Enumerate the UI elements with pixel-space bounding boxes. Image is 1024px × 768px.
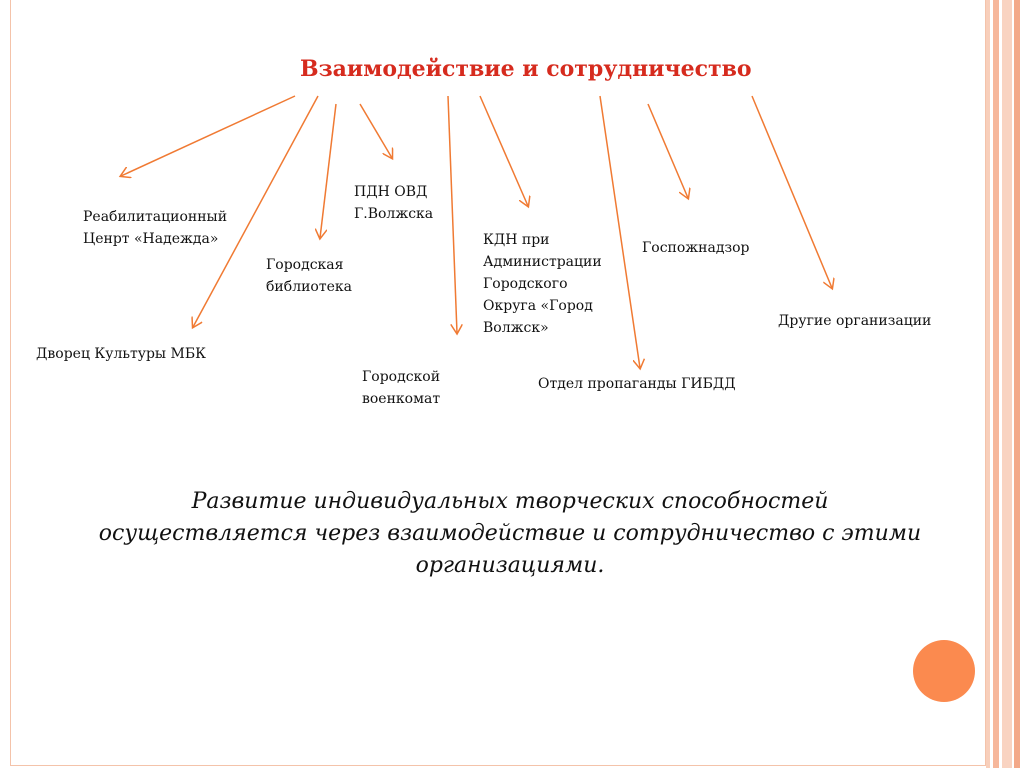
node-pdn-line-2: Г.Волжска xyxy=(354,206,434,222)
caption-line-1: Развитие индивидуальных творческих спосо… xyxy=(191,489,829,514)
arrow-pdn xyxy=(359,103,392,158)
caption-line-3: организациями. xyxy=(415,553,605,578)
node-palace-line-1: Дворец Культуры МБК xyxy=(36,346,206,362)
node-military-line-2: военкомат xyxy=(362,391,441,407)
node-kdn-line-4: Округа «Город xyxy=(483,298,593,314)
node-rehab-line-1: Реабилитационный xyxy=(83,209,228,225)
slide-frame xyxy=(10,0,986,766)
arrow-military xyxy=(447,95,457,333)
arrow-gibdd xyxy=(599,95,640,368)
node-kdn-line-2: Администрации xyxy=(483,254,602,270)
arrow-library xyxy=(320,103,337,238)
right-stripe-1 xyxy=(986,0,990,768)
node-military-line-1: Городской xyxy=(362,369,441,385)
right-stripe-4 xyxy=(1014,0,1020,768)
node-library-line-2: библиотека xyxy=(266,279,352,295)
caption-line-2: осуществляется через взаимодействие и со… xyxy=(98,521,922,546)
node-other-line-1: Другие организации xyxy=(778,313,932,329)
node-military: Городской военкомат xyxy=(362,366,440,410)
arrow-fire xyxy=(647,103,688,198)
node-gibdd: Отдел пропаганды ГИБДД xyxy=(538,373,736,395)
node-fire: Госпожнадзор xyxy=(642,237,750,259)
node-kdn-line-5: Волжск» xyxy=(483,320,549,336)
node-pdn: ПДН ОВД Г.Волжска xyxy=(354,181,433,225)
right-stripe-2 xyxy=(993,0,999,768)
arrow-palace xyxy=(193,95,319,327)
node-rehab: Реабилитационный Ценрт «Надежда» xyxy=(83,206,227,250)
node-kdn-line-1: КДН при xyxy=(483,232,550,248)
node-palace: Дворец Культуры МБК xyxy=(36,343,206,365)
decorative-circle xyxy=(913,640,975,702)
arrow-rehab xyxy=(121,95,296,176)
summary-caption: Развитие индивидуальных творческих спосо… xyxy=(60,486,960,582)
node-kdn: КДН при Администрации Городского Округа … xyxy=(483,229,602,339)
arrow-other xyxy=(751,95,832,288)
node-other: Другие организации xyxy=(778,310,931,332)
node-kdn-line-3: Городского xyxy=(483,276,568,292)
diagram-title: Взаимодействие и сотрудничество xyxy=(300,56,752,82)
node-library: Городская библиотека xyxy=(266,254,352,298)
node-library-line-1: Городская xyxy=(266,257,344,273)
node-pdn-line-1: ПДН ОВД xyxy=(354,184,428,200)
node-fire-line-1: Госпожнадзор xyxy=(642,240,750,256)
node-rehab-line-2: Ценрт «Надежда» xyxy=(83,231,219,247)
right-stripe-3 xyxy=(1002,0,1012,768)
node-gibdd-line-1: Отдел пропаганды ГИБДД xyxy=(538,376,736,392)
arrow-kdn xyxy=(479,95,528,206)
